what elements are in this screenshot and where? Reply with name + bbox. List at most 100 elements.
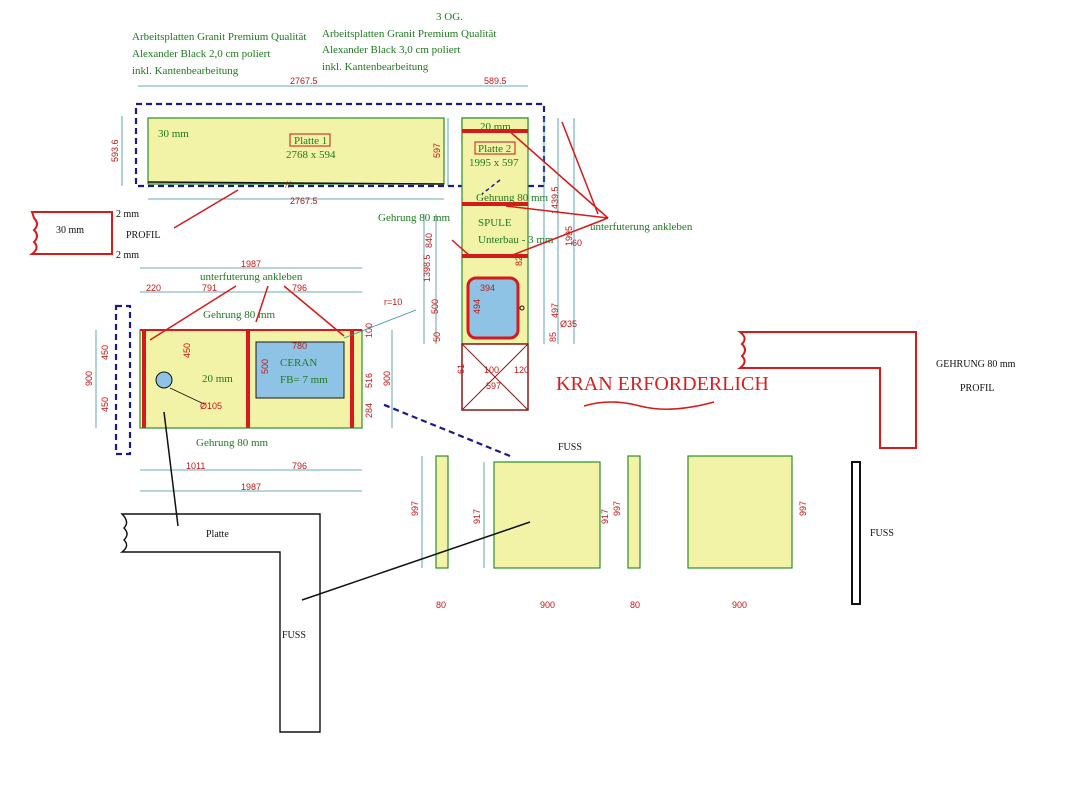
dim-450-a: 450 <box>100 345 110 360</box>
dim-796-top: 796 <box>292 283 307 293</box>
lower-glue-note: unterfuterung ankleben <box>200 271 303 283</box>
dim-120: 120 <box>514 365 529 375</box>
dim-597b: 597 <box>486 381 501 391</box>
top-plate-dashed-outline <box>134 102 546 188</box>
lower-glue-arrow-1 <box>149 285 237 341</box>
spec-left-line-3: inkl. Kantenbearbeitung <box>132 65 239 77</box>
glue-arrow-2 <box>505 205 609 219</box>
dim-top-589: 589.5 <box>484 76 507 86</box>
lower-hole <box>155 371 173 389</box>
lower-glue-arrow-2 <box>255 285 269 323</box>
profile-bottom-plate: Platte <box>206 529 229 540</box>
profile-left-top: 2 mm <box>116 209 139 220</box>
dim-left-593: 593.6 <box>110 139 120 162</box>
dim-900-left: 900 <box>84 371 94 386</box>
dim-1987-top: 1987 <box>241 259 261 269</box>
dim-450-c: 450 <box>182 343 192 358</box>
foot-front-b <box>687 455 793 569</box>
platte1-label: Platte 1 <box>294 135 327 147</box>
profile-right-group: GEHRUNG 80 mm PROFIL <box>737 331 1016 449</box>
spec-right-line-2: Alexander Black 3,0 cm poliert <box>322 44 460 56</box>
cutout-diagonal-2 <box>461 343 529 411</box>
dim-284: 284 <box>364 403 374 418</box>
platte2-size: 1995 x 597 <box>469 157 519 169</box>
dim-997-b: 997 <box>612 501 622 516</box>
radius-leader <box>343 309 417 339</box>
platte2-label: Platte 2 <box>478 143 511 155</box>
dim-516: 516 <box>364 373 374 388</box>
dim-60: 60 <box>572 238 582 248</box>
dim-35: Ø35 <box>560 319 577 329</box>
lower-dashed-left <box>114 304 132 456</box>
dim-917-b: 917 <box>600 509 610 524</box>
feet-label-side: FUSS <box>870 528 894 539</box>
foot-side-a <box>435 455 449 569</box>
dim-497: 497 <box>550 303 560 318</box>
lower-miter-bottom: Gehrung 80 mm <box>196 437 269 449</box>
faucet-hole <box>519 305 525 311</box>
profile-left-arrow <box>173 189 239 229</box>
foot-front-a <box>493 461 601 569</box>
kran-underline <box>583 401 715 410</box>
ceran-cutout <box>255 341 345 399</box>
sink-note: Unterbau - 3 mm <box>478 234 554 246</box>
right-glue-note: unterfuterung ankleben <box>590 221 693 233</box>
dim-1011: 1011 <box>186 461 205 471</box>
platte1-size: 2768 x 594 <box>286 149 336 161</box>
profile-bottom-group: Platte FUSS <box>119 411 531 733</box>
lower-miter-top: Gehrung 80 mm <box>203 309 276 321</box>
feet-label-top: FUSS <box>558 442 582 453</box>
dim-1987-bottom: 1987 <box>241 482 261 492</box>
profile-left-shape <box>29 211 113 255</box>
lower-radius: r=10 <box>384 297 402 307</box>
spec-left-line-2: Alexander Black 2,0 cm poliert <box>132 48 270 60</box>
dim-61: 61 <box>456 364 466 374</box>
sink-label: SPULE <box>478 217 512 229</box>
dim-1439: 1439.5 <box>550 186 560 214</box>
profile-bottom-shape <box>119 513 321 733</box>
platte1-label-box <box>289 133 331 147</box>
kran-label: KRAN ERFORDERLICH <box>556 373 769 395</box>
dim-900-b: 900 <box>732 600 747 610</box>
glue-arrow-1 <box>507 129 609 219</box>
right-plate-miter-left: Gehrung 80 mm <box>378 212 451 224</box>
top-plate-panel <box>147 117 445 185</box>
spec-right-line-3: inkl. Kantenbearbeitung <box>322 61 429 73</box>
dim-105: Ø105 <box>200 401 222 411</box>
dim-right-597: 597 <box>432 143 442 158</box>
platte2-label-box <box>474 141 516 155</box>
dim-997-c: 997 <box>798 501 808 516</box>
top-plate-thickness: 30 mm <box>158 128 189 140</box>
profile-left-label: PROFIL <box>126 230 160 241</box>
sink-pointer <box>451 239 471 257</box>
dim-997-a: 997 <box>410 501 420 516</box>
profile-left-thickness: 30 mm <box>56 225 84 236</box>
hole-leader <box>169 387 205 405</box>
dim-494: 494 <box>472 299 482 314</box>
feet-group: FUSS 997 80 917 917 900 997 80 997 900 F… <box>410 442 894 610</box>
dim-80-b: 80 <box>630 600 640 610</box>
profile-right-label1: GEHRUNG 80 mm <box>936 359 1016 370</box>
ceran-label: CERAN <box>280 357 317 369</box>
dim-1398: 1398.5 <box>422 254 432 282</box>
dim-500: 500 <box>430 299 440 314</box>
profile-bottom-arrow-up <box>163 411 179 527</box>
right-plate-group: 20 mm Platte 2 1995 x 597 Gehrung 80 mm … <box>378 117 693 411</box>
dim-80-a: 80 <box>436 600 446 610</box>
dim-900-a: 900 <box>540 600 555 610</box>
right-plate-miter: Gehrung 80 mm <box>476 192 549 204</box>
sink-cutout <box>466 276 520 340</box>
dim-100-lower: 100 <box>364 323 374 338</box>
dim-840: 840 <box>424 233 434 248</box>
right-plate-thickness: 20 mm <box>480 121 511 133</box>
dim-85: 85 <box>548 332 558 342</box>
glue-arrow-3 <box>509 217 609 257</box>
lower-thickness: 20 mm <box>202 373 233 385</box>
profile-bottom-arrow-right <box>301 521 531 601</box>
dim-796-bottom: 796 <box>292 461 307 471</box>
dim-500-ceran: 500 <box>260 359 270 374</box>
dim-1995: 1995 <box>564 226 574 246</box>
dim-top-2767: 2767.5 <box>290 76 318 86</box>
foot-edge-profile <box>851 461 861 605</box>
